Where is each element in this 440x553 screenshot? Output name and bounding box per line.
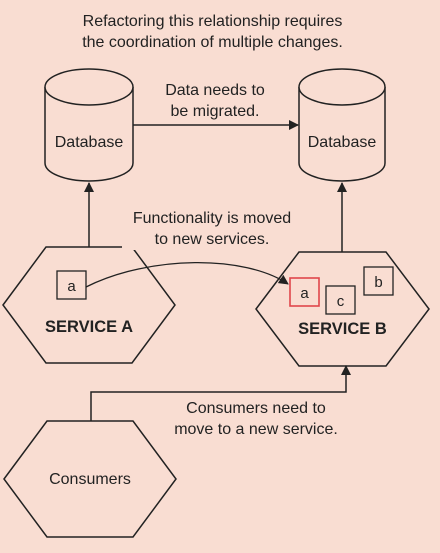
- migration-note: Data needs to be migrated.: [145, 80, 285, 122]
- caption: Refactoring this relationship requires t…: [40, 11, 385, 53]
- database-left-label: Database: [54, 134, 124, 151]
- move-note-line-1: Functionality is moved: [132, 210, 292, 227]
- database-right-cylinder: [298, 68, 386, 182]
- database-left-cylinder: [44, 68, 134, 182]
- service-b-module-label-b: b: [374, 274, 383, 291]
- migration-note-line-2: be migrated.: [170, 103, 260, 120]
- caption-line-1: Refactoring this relationship requires: [82, 13, 343, 30]
- service-a-module-box: [56, 270, 87, 300]
- service-b-module-box-a: [289, 277, 320, 307]
- service-b-module-box-c: [325, 285, 356, 315]
- move-note: Functionality is moved to new services.: [122, 208, 302, 250]
- service-b-module-label-a: a: [300, 285, 309, 302]
- service-b-module-label-c: c: [336, 293, 345, 310]
- consumers-hexagon: [3, 420, 177, 538]
- consumer-note: Consumers need to move to a new service.: [150, 398, 362, 440]
- migration-note-line-1: Data needs to: [165, 82, 265, 99]
- move-note-line-2: to new services.: [154, 231, 270, 248]
- database-right-label: Database: [307, 134, 377, 151]
- service-a-module-label: a: [67, 278, 76, 295]
- consumers-label: Consumers: [49, 471, 131, 488]
- service-a-hexagon: [2, 246, 176, 364]
- service-b-module-box-b: [363, 266, 394, 296]
- caption-line-2: the coordination of multiple changes.: [82, 34, 343, 51]
- move-functionality-arrow: [85, 262, 289, 288]
- service-a-title: SERVICE A: [44, 318, 134, 336]
- service-b-title: SERVICE B: [298, 320, 387, 338]
- consumers-service-b-arrow: [90, 365, 351, 421]
- consumer-note-line-1: Consumers need to: [186, 400, 326, 417]
- consumer-note-line-2: move to a new service.: [174, 421, 338, 438]
